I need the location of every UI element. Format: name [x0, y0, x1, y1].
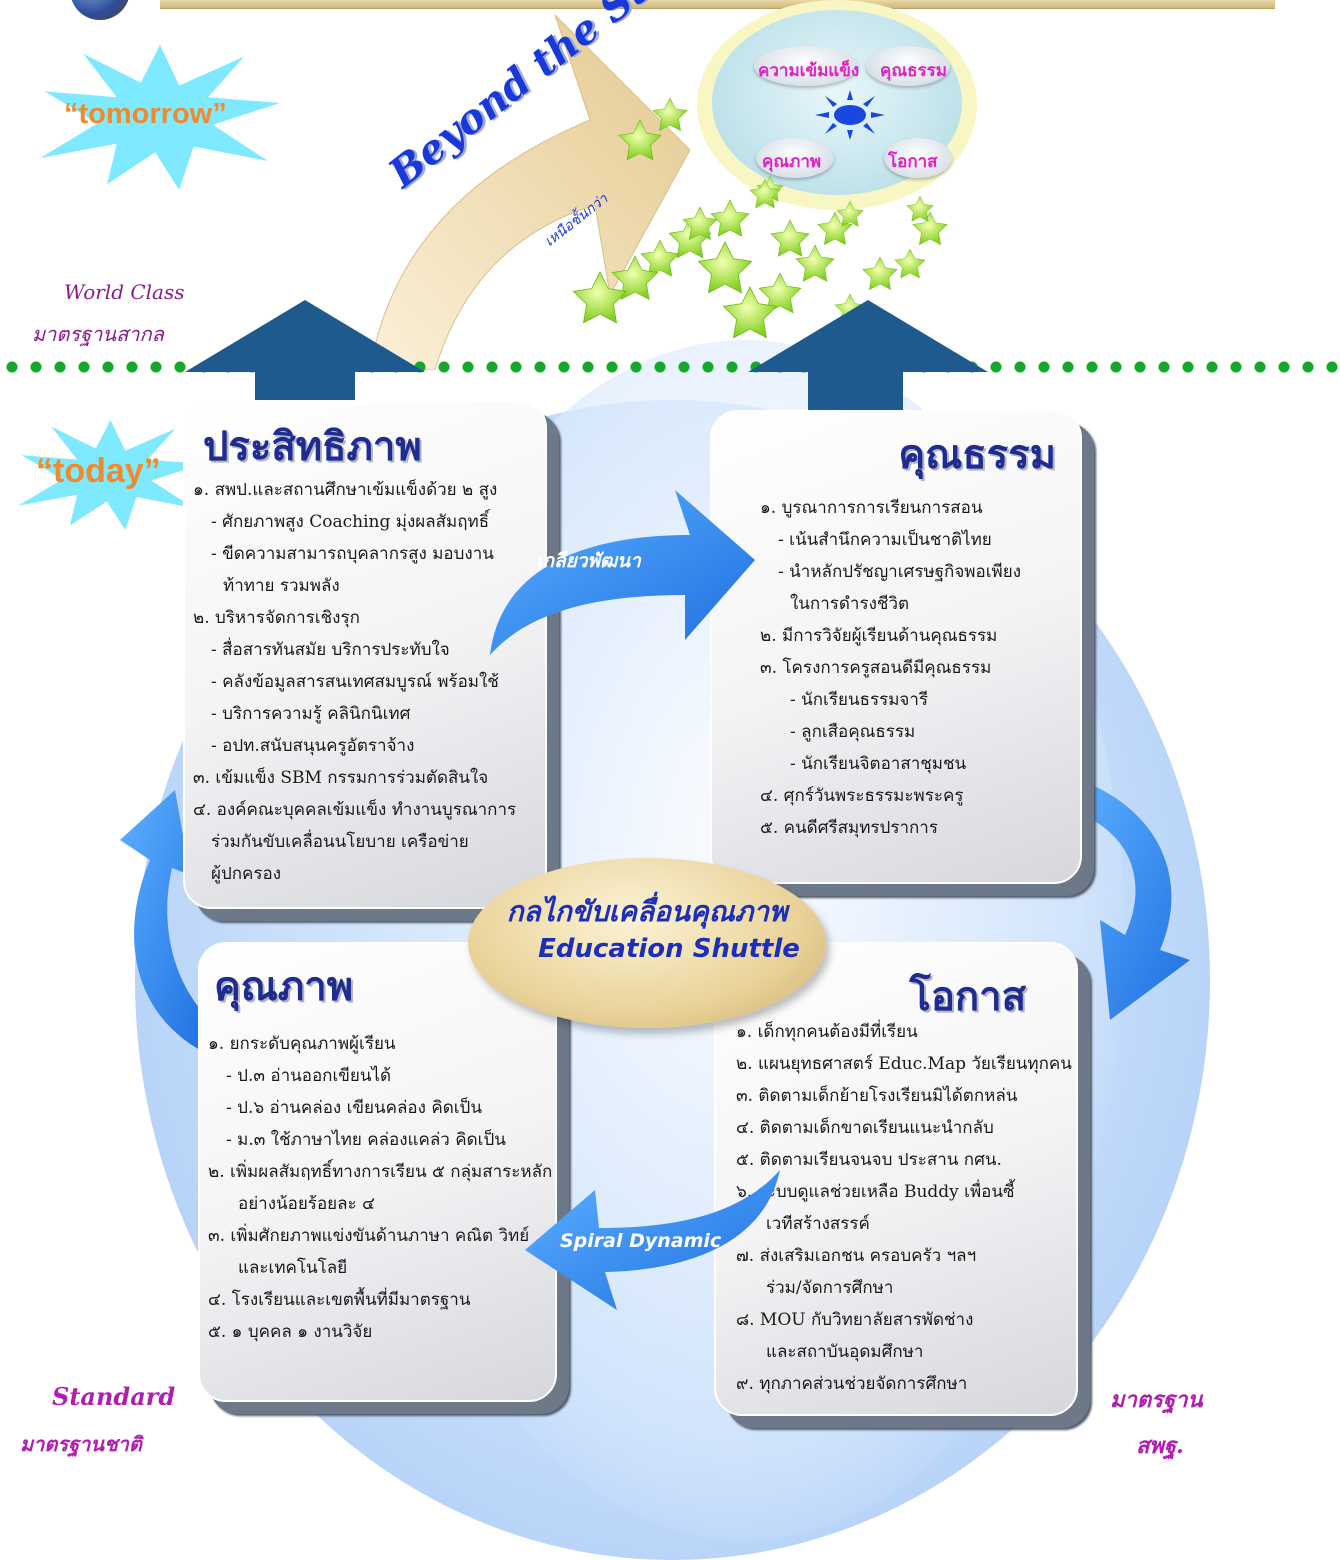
- sun-icon: [815, 90, 885, 140]
- today-label: “today”: [36, 452, 161, 490]
- card-quality-item: ๑. ยกระดับคุณภาพผู้เรียน: [208, 1034, 396, 1054]
- sun-item-quality: คุณภาพ: [762, 152, 822, 172]
- card-opportunity-item: ๖. ระบบดูแลช่วยเหลือ Buddy เพื่อนซี้: [736, 1182, 1015, 1202]
- world-class-en: World Class: [64, 280, 185, 304]
- card-opportunity-item: ร่วม/จัดการศึกษา: [766, 1278, 894, 1298]
- card-quality-item: - ป.๖ อ่านคล่อง เขียนคล่อง คิดเป็น: [226, 1098, 482, 1118]
- card-efficiency-item: ๒. บริหารจัดการเชิงรุก: [193, 608, 360, 628]
- sun-item-opportunity: โอกาส: [888, 152, 938, 172]
- card-opportunity-item: ๙. ทุกภาคส่วนช่วยจัดการศึกษา: [736, 1374, 968, 1394]
- card-opportunity-list: ๑. เด็กทุกคนต้องมีที่เรียน๒. แผนยุทธศาสต…: [736, 1016, 1072, 1400]
- card-quality-item: ๓. เพิ่มศักยภาพแข่งขันด้านภาษา คณิต วิทย…: [208, 1226, 530, 1246]
- card-efficiency-item: ๔. องค์คณะบุคคลเข้มแข็ง ทำงานบูรณาการ: [193, 800, 517, 820]
- card-opportunity-item: ๓. ติดตามเด็กย้ายโรงเรียนมิได้ตกหล่น: [736, 1086, 1018, 1106]
- shuttle-title-th: กลไกขับเคลื่อนคุณภาพ: [506, 895, 788, 928]
- card-morality-item: ๑. บูรณาการการเรียนการสอน: [760, 498, 983, 518]
- card-efficiency-title: ประสิทธิภาพ: [203, 423, 422, 470]
- card-efficiency-item: ร่วมกันขับเคลื่อนนโยบาย เครือข่าย: [211, 832, 469, 852]
- card-morality-item: ในการดำรงชีวิต: [790, 594, 910, 614]
- card-opportunity-item: ๗. ส่งเสริมเอกชน ครอบครัว ฯลฯ: [736, 1246, 977, 1266]
- card-efficiency-item: - คลังข้อมูลสารสนเทศสมบูรณ์ พร้อมใช้: [211, 672, 499, 692]
- shuttle-title-en: Education Shuttle: [538, 934, 800, 964]
- card-morality: คุณธรรม ๑. บูรณาการการเรียนการสอน - เน้นส…: [710, 410, 1082, 884]
- cycle-arrow-left: [120, 790, 210, 1050]
- card-quality-item: อย่างน้อยร้อยละ ๔: [238, 1194, 375, 1214]
- standard-en: Standard: [52, 1382, 176, 1411]
- spiral-top-label: เกลียวพัฒนา: [536, 550, 641, 572]
- card-quality: คุณภาพ ๑. ยกระดับคุณภาพผู้เรียน - ป.๓ อ่า…: [198, 942, 557, 1402]
- tomorrow-label: “tomorrow”: [64, 98, 227, 130]
- sun-item-strength: ความเข้มแข็ง: [758, 61, 860, 81]
- up-arrow-right: [748, 300, 988, 410]
- card-quality-item: และเทคโนโลยี: [238, 1258, 348, 1278]
- card-morality-item: ๔. ศุกร์วันพระธรรมะพระครู: [760, 786, 964, 806]
- card-quality-title: คุณภาพ: [214, 963, 354, 1010]
- pill-quality: [756, 138, 834, 178]
- pill-strength: [754, 46, 858, 86]
- card-morality-item: - นำหลักปรัชญาเศรษฐกิจพอเพียง: [778, 562, 1021, 582]
- spiral-arrow-bottom: [525, 1170, 780, 1310]
- world-class-th: มาตรฐานสากล: [32, 322, 164, 346]
- card-efficiency-item: - บริการความรู้ คลินิกนิเทศ: [211, 704, 411, 724]
- card-morality-item: - นักเรียนจิตอาสาชุมชน: [790, 754, 967, 774]
- card-opportunity-item: ๘. MOU กับวิทยาลัยสารพัดช่าง: [736, 1310, 974, 1330]
- card-morality-item: - ลูกเสือคุณธรรม: [790, 722, 916, 742]
- education-shuttle: [468, 858, 826, 1028]
- card-quality-item: ๒. เพิ่มผลสัมฤทธิ์ทางการเรียน ๕ กลุ่มสาร…: [208, 1162, 553, 1182]
- card-morality-list: ๑. บูรณาการการเรียนการสอน - เน้นสำนึกความ…: [760, 492, 1021, 844]
- cycle-arrow-right: [1070, 780, 1190, 1020]
- card-quality-item: - ป.๓ อ่านออกเขียนได้: [226, 1066, 392, 1086]
- card-opportunity-item: และสถาบันอุดมศึกษา: [766, 1342, 924, 1362]
- card-efficiency-item: - อปท.สนับสนุนครูอัตราจ้าง: [211, 736, 415, 756]
- card-morality-item: ๒. มีการวิจัยผู้เรียนด้านคุณธรรม: [760, 626, 998, 646]
- card-efficiency: ประสิทธิภาพ ๑. สพป.และสถานศึกษาเข้มแข็งด…: [183, 400, 547, 909]
- card-morality-item: ๓. โครงการครูสอนดีมีคุณธรรม: [760, 658, 992, 678]
- card-opportunity-item: เวทีสร้างสรรค์: [766, 1214, 870, 1234]
- beyond-star-arrow: [369, 14, 691, 370]
- card-opportunity-item: ๕. ติดตามเรียนจนจบ ประสาน กศน.: [736, 1150, 1002, 1170]
- card-efficiency-item: ท้าทาย รวมพลัง: [223, 576, 340, 596]
- card-quality-item: ๕. ๑ บุคคล ๑ งานวิจัย: [208, 1322, 373, 1342]
- card-morality-item: - นักเรียนธรรมจารี: [790, 690, 929, 710]
- card-efficiency-item: - ศักยภาพสูง Coaching มุ่งผลสัมฤทธิ์: [211, 512, 490, 532]
- card-efficiency-item: ๑. สพป.และสถานศึกษาเข้มแข็งด้วย ๒ สูง: [193, 480, 498, 500]
- sun-item-morality: คุณธรรม: [880, 61, 947, 81]
- card-efficiency-item: ๓. เข้มแข็ง SBM กรรมการร่วมตัดสินใจ: [193, 768, 489, 788]
- card-quality-item: ๔. โรงเรียนและเขตพื้นที่มีมาตรฐาน: [208, 1290, 471, 1310]
- card-morality-title: คุณธรรม: [898, 431, 1056, 478]
- card-morality-item: - เน้นสำนึกความเป็นชาติไทย: [778, 530, 992, 550]
- top-banner-bar: [160, 0, 1275, 9]
- globe-icon: [70, 0, 130, 20]
- card-opportunity-item: ๑. เด็กทุกคนต้องมีที่เรียน: [736, 1022, 918, 1042]
- spiral-arrow-top: [490, 490, 755, 655]
- obec-standard-1: มาตรฐาน: [1110, 1387, 1203, 1413]
- card-efficiency-item: ผู้ปกครอง: [211, 864, 282, 884]
- obec-standard-2: สพฐ.: [1136, 1433, 1184, 1459]
- card-efficiency-item: - ขีดความสามารถบุคลากรสูง มอบงาน: [211, 544, 494, 564]
- pill-opportunity: [884, 138, 952, 178]
- card-efficiency-item: - สื่อสารทันสมัย บริการประทับใจ: [211, 640, 450, 660]
- card-morality-item: ๕. คนดีศรีสมุทรปราการ: [760, 818, 938, 838]
- card-opportunity-title: โอกาส: [909, 973, 1026, 1020]
- card-opportunity-item: ๒. แผนยุทธศาสตร์ Educ.Map วัยเรียนทุกคน: [736, 1054, 1072, 1074]
- card-quality-list: ๑. ยกระดับคุณภาพผู้เรียน - ป.๓ อ่านออกเขี…: [208, 1028, 552, 1348]
- spiral-bottom-label: Spiral Dynamic: [560, 1230, 722, 1252]
- up-arrow-left: [185, 300, 425, 410]
- card-quality-item: - ม.๓ ใช้ภาษาไทย คล่องแคล่ว คิดเป็น: [226, 1130, 506, 1150]
- card-opportunity: โอกาส ๑. เด็กทุกคนต้องมีที่เรียน๒. แผนยุ…: [714, 942, 1078, 1416]
- pill-morality: [866, 46, 950, 86]
- card-efficiency-list: ๑. สพป.และสถานศึกษาเข้มแข็งด้วย ๒ สูง - ศ…: [193, 474, 516, 890]
- standard-th: มาตรฐานชาติ: [20, 1432, 142, 1456]
- card-opportunity-item: ๔. ติดตามเด็กขาดเรียนแนะนำกลับ: [736, 1118, 994, 1138]
